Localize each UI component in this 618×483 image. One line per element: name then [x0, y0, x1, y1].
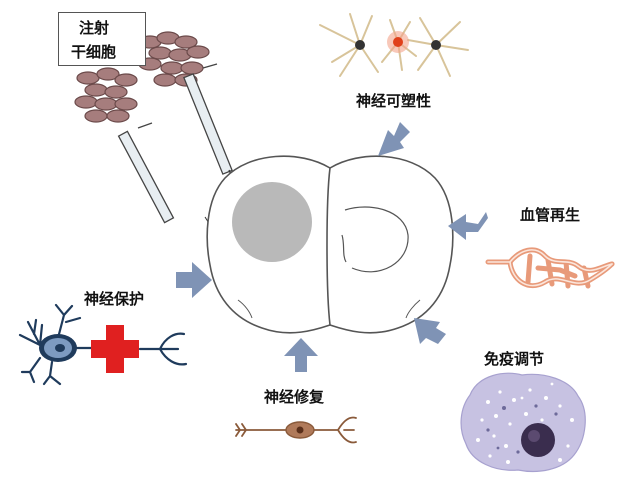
lesion-area	[232, 182, 312, 262]
astrocyte-icon	[319, 13, 469, 77]
stem-cell-cluster-icon	[74, 67, 138, 123]
macrophage-icon	[460, 372, 586, 473]
stem-cell-label-line1: 注射	[79, 19, 110, 37]
stem-cell-label-box: 注射 干细胞	[58, 12, 146, 66]
label-neuroplasticity: 神经可塑性	[356, 92, 432, 110]
blood-vessel-icon	[487, 249, 613, 287]
label-neuroprotection: 神经保护	[84, 290, 145, 308]
astrocyte-nucleus	[431, 40, 441, 50]
label-immunomodulation: 免疫调节	[484, 350, 545, 368]
stem-cell-cluster-icon	[138, 31, 210, 87]
red-cross-icon	[91, 325, 139, 373]
axon-icon	[235, 416, 357, 444]
axon-nucleus	[296, 426, 304, 434]
syringe-icon	[117, 122, 175, 224]
label-angiogenesis: 血管再生	[520, 206, 581, 224]
neuron-nucleus	[55, 344, 65, 352]
arrow-icon	[176, 122, 488, 372]
blood-vessel-icon	[485, 247, 615, 289]
stem-cell-label-line2: 干细胞	[71, 43, 117, 61]
astrocyte-nucleus	[393, 37, 403, 47]
astrocyte-nucleus	[355, 40, 365, 50]
axon-terminal	[138, 332, 188, 366]
label-neural-repair: 神经修复	[264, 388, 325, 406]
neuron-icon	[18, 303, 94, 386]
